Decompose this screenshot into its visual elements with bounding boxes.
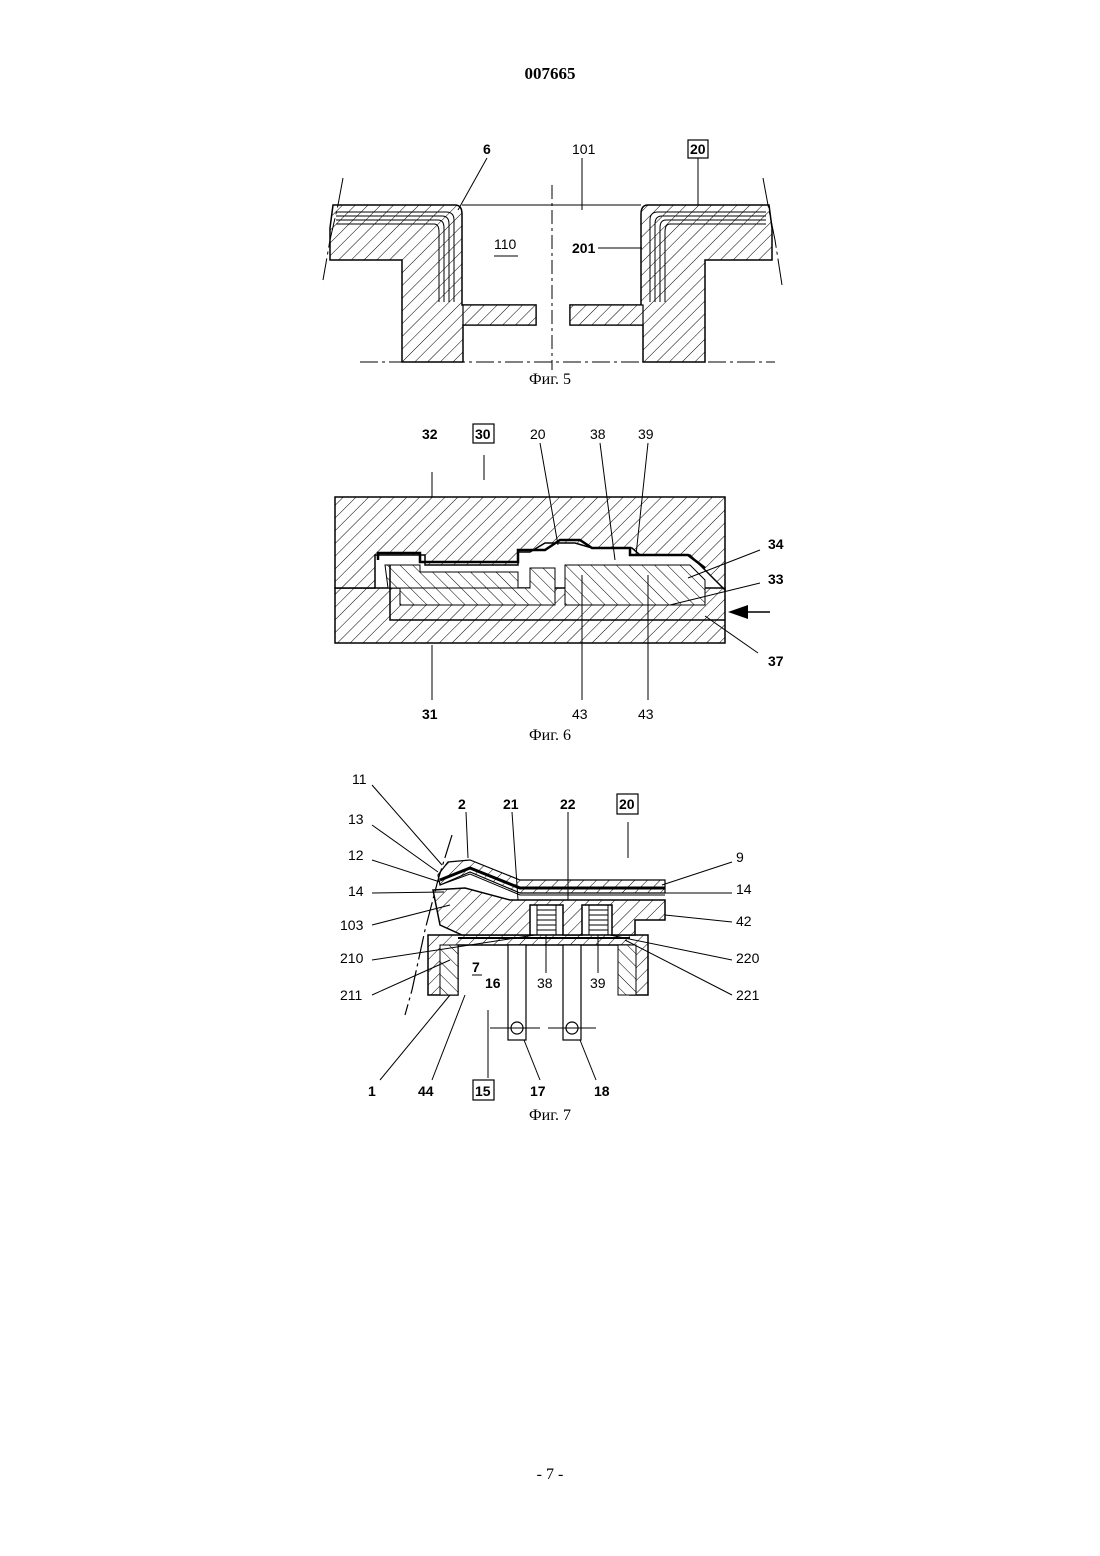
fig7-label-42: 42 <box>736 913 752 929</box>
fig6-label-43b: 43 <box>638 706 654 722</box>
fig7-label-39: 39 <box>590 975 606 991</box>
fig7-label-14-right: 14 <box>736 881 752 897</box>
fig7-label-21: 21 <box>503 796 519 812</box>
fig7-label-20: 20 <box>619 796 635 812</box>
fig7-label-38: 38 <box>537 975 553 991</box>
fig7-label-9: 9 <box>736 849 744 865</box>
fig6-label-38: 38 <box>590 426 606 442</box>
figure-5-caption: Фиг. 5 <box>0 371 1100 389</box>
fig5-label-20: 20 <box>690 141 706 157</box>
fig6-label-43a: 43 <box>572 706 588 722</box>
fig6-label-31: 31 <box>422 706 438 722</box>
fig7-label-13: 13 <box>348 811 364 827</box>
fig7-label-211: 211 <box>340 987 363 1003</box>
fig6-label-34: 34 <box>768 536 784 552</box>
fig7-label-103: 103 <box>340 917 364 933</box>
fig6-label-39: 39 <box>638 426 654 442</box>
fig6-label-20: 20 <box>530 426 546 442</box>
fig7-label-18: 18 <box>594 1083 610 1099</box>
figure-6-caption: Фиг. 6 <box>0 727 1100 745</box>
fig6-label-30: 30 <box>475 426 491 442</box>
fig7-label-220: 220 <box>736 950 760 966</box>
figure-6-drawing: 32 30 20 38 39 34 33 37 31 43 43 <box>335 424 784 722</box>
fig5-label-6: 6 <box>483 141 491 157</box>
fig5-label-110: 110 <box>494 236 517 252</box>
fig5-label-201: 201 <box>572 240 596 256</box>
fig7-label-11: 11 <box>352 771 367 787</box>
fig7-label-14-left: 14 <box>348 883 364 899</box>
fig7-label-44: 44 <box>418 1083 434 1099</box>
figure-5-drawing: 6 101 20 110 201 <box>323 140 782 370</box>
fig6-label-32: 32 <box>422 426 438 442</box>
fig7-label-221: 221 <box>736 987 760 1003</box>
fig7-label-22: 22 <box>560 796 576 812</box>
fig7-label-12: 12 <box>348 847 364 863</box>
fig7-label-7: 7 <box>472 959 480 975</box>
figure-7-caption: Фиг. 7 <box>0 1107 1100 1125</box>
fig5-label-101: 101 <box>572 141 596 157</box>
fig7-label-1: 1 <box>368 1083 376 1099</box>
figure-7-drawing: 11 13 12 14 103 210 211 1 44 15 17 18 2 … <box>340 771 760 1100</box>
fig7-label-17: 17 <box>530 1083 546 1099</box>
fig7-label-16: 16 <box>485 975 501 991</box>
fig6-label-37: 37 <box>768 653 784 669</box>
fig7-label-2: 2 <box>458 796 466 812</box>
fig7-label-15: 15 <box>475 1083 491 1099</box>
fig6-label-33: 33 <box>768 571 784 587</box>
page-number: - 7 - <box>0 1466 1100 1484</box>
fig7-label-210: 210 <box>340 950 364 966</box>
